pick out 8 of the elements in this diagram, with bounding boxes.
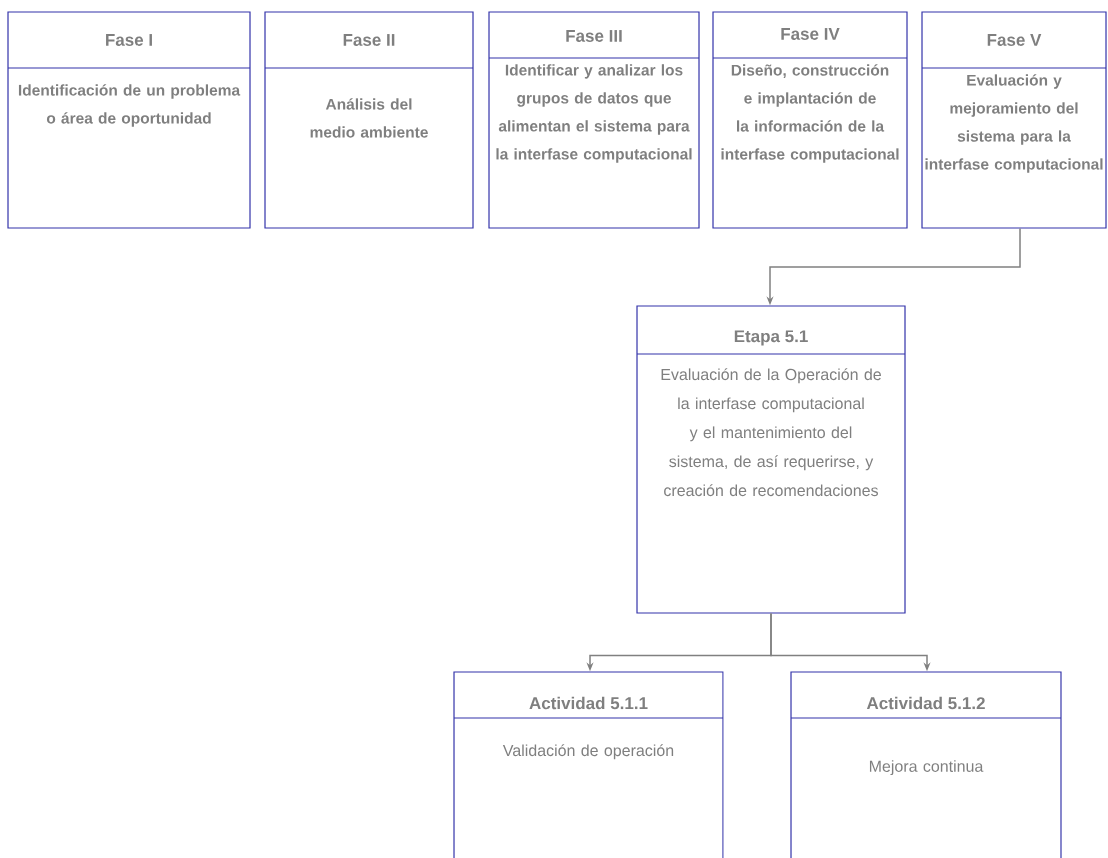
phase-box: Fase IV Diseño, construcción e implantación de la información de la interfase computacional: [712, 11, 908, 229]
activity-box: Actividad 5.1.2 Mejora continua: [790, 671, 1062, 858]
phase-box: Fase I Identificación de un problema o área de oportunidad: [7, 11, 251, 229]
phase-box: Fase III Identificar y analizar los grupos de datos que alimentan el sistema para la interfase computacional: [488, 11, 700, 229]
stage-box: Etapa 5.1 Evaluación de la Operación de la interfase computacional y el mantenimiento del sistema, de así requerirse, y creación de recomendaciones: [636, 305, 906, 614]
phase-box: Fase V Evaluación y mejoramiento del sistema para la interfase computacional: [921, 11, 1107, 229]
activity-box: Actividad 5.1.1 Validación de operación: [453, 671, 724, 858]
phase-box: Fase II Análisis del medio ambiente: [264, 11, 474, 229]
